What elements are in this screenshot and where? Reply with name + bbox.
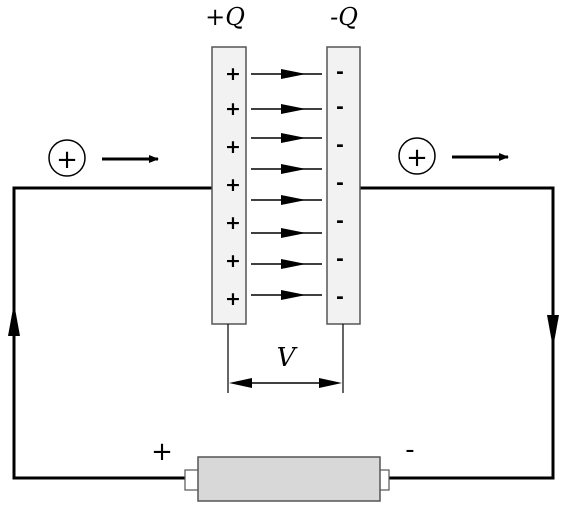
left-plate <box>211 46 247 325</box>
field-arrow-icon <box>251 259 322 269</box>
battery: + - <box>151 435 415 502</box>
field-arrow-icon <box>251 133 322 143</box>
wire-left <box>12 186 212 480</box>
right-plate <box>326 46 361 325</box>
field-arrow-icon <box>251 228 322 238</box>
field-arrow-icon <box>251 69 322 79</box>
left-plate-label: +Q <box>205 3 245 31</box>
voltage-arrowhead-left <box>229 378 252 388</box>
battery-terminal-positive <box>184 469 200 491</box>
voltage-label: V <box>277 343 298 373</box>
plus-sign: + <box>225 250 241 272</box>
current-down-arrow-icon <box>547 315 559 348</box>
minus-sign: - <box>336 172 344 194</box>
field-arrow-icon <box>251 164 322 174</box>
voltage-indicator: V <box>227 324 344 393</box>
minus-sign: - <box>336 286 344 308</box>
minus-sign: - <box>336 96 344 118</box>
right-charge-indicator: + <box>398 137 509 175</box>
positive-charge-symbol: + <box>406 143 428 173</box>
positive-charge-symbol: + <box>56 145 78 175</box>
field-arrow-icon <box>251 195 322 205</box>
left-charge-indicator: + <box>48 139 159 177</box>
battery-body <box>197 456 381 502</box>
battery-negative-label: - <box>405 435 414 465</box>
field-arrow-icon <box>251 290 322 300</box>
minus-sign: - <box>336 210 344 232</box>
minus-sign: - <box>336 61 344 83</box>
electric-field-lines <box>251 69 322 300</box>
right-plate-signs: - - - - - - - <box>336 61 344 308</box>
minus-sign: - <box>336 248 344 270</box>
wire-right <box>360 186 555 480</box>
current-up-arrow-icon <box>8 303 20 336</box>
plus-sign: + <box>225 174 241 196</box>
voltage-arrowhead-right <box>319 378 342 388</box>
plus-sign: + <box>225 212 241 234</box>
plus-sign: + <box>225 288 241 310</box>
battery-positive-label: + <box>151 437 173 467</box>
field-arrow-icon <box>251 104 322 114</box>
positive-charge-icon <box>48 139 86 177</box>
left-plate-signs: + + + + + + + <box>225 63 241 310</box>
minus-sign: - <box>336 134 344 156</box>
positive-charge-icon <box>398 137 436 175</box>
right-plate-label: -Q <box>330 3 358 31</box>
plus-sign: + <box>225 63 241 85</box>
plus-sign: + <box>225 98 241 120</box>
plus-sign: + <box>225 136 241 158</box>
